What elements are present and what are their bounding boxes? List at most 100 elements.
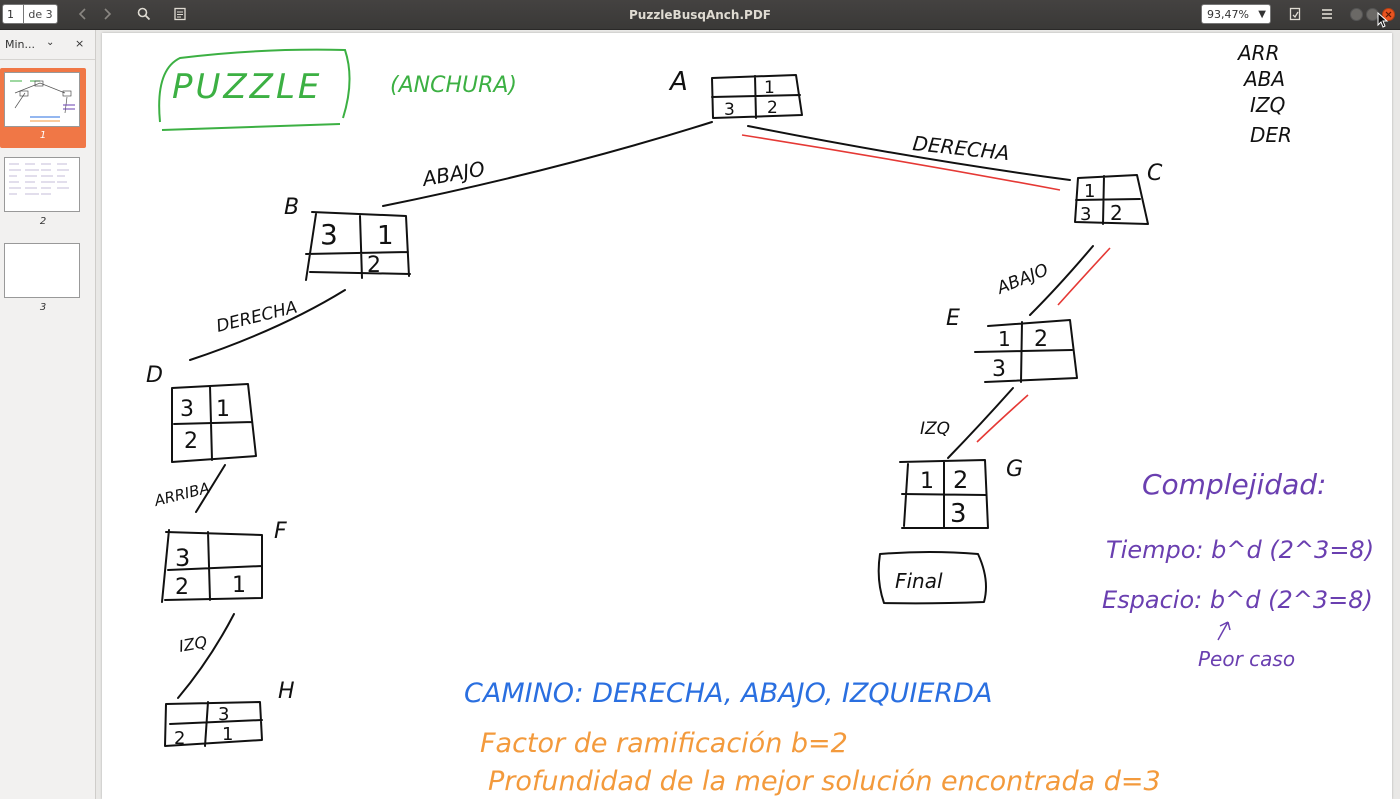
edge-label-b-d: DERECHA [214,297,299,336]
node-a-cell-4: 2 [767,98,778,118]
node-c-cell-3: 3 [1080,204,1091,225]
thumbnail-page-2[interactable] [4,157,80,212]
chevron-left-icon [78,8,86,20]
thumbnail-number: 2 [39,216,47,227]
node-label-b: B [284,195,299,220]
chevron-down-icon[interactable]: ⌄ [46,37,55,48]
solution-path-e-g [976,394,1029,443]
thumbnail-preview [10,80,75,122]
node-d: D 3 1 2 [146,363,257,463]
next-page-button[interactable] [96,4,118,24]
node-c-cell-4: 2 [1110,201,1123,225]
node-f-cell-1: 3 [175,544,190,572]
close-button[interactable] [1382,8,1395,21]
bookmark-icon [1289,7,1301,21]
page-title: PUZZLE [172,67,322,107]
menu-button[interactable] [1316,4,1338,24]
node-label-g: G [1006,457,1023,482]
annotations-icon [174,7,186,21]
edge-label-d-f: ARRIBA [152,479,212,510]
close-sidebar-icon[interactable]: × [75,37,85,50]
node-b-cell-1: 3 [320,218,338,251]
legend-izq: IZQ [1250,93,1285,117]
close-icon [1385,11,1392,18]
thumbnail-number: 3 [39,302,47,313]
pdf-page: PUZZLE (ANCHURA) ARR ABA IZQ DER ABAJO D… [102,33,1392,799]
solution-path-text: CAMINO: DERECHA, ABAJO, IZQUIERDA [464,678,992,709]
node-e-cell-3: 3 [992,357,1006,382]
thumbnail-page-1[interactable] [4,72,80,127]
node-h: H 3 2 1 [164,679,295,749]
node-b: B 3 1 2 [284,195,411,281]
complexity-time: Tiempo: b^d (2^3=8) [1106,536,1374,564]
node-b-cell-2: 1 [377,221,394,251]
edge-label-e-g: IZQ [920,419,950,439]
legend-arr: ARR [1236,41,1279,65]
edge-f-h [177,613,235,699]
cursor-icon [1377,12,1389,28]
node-label-e: E [946,306,960,331]
handwritten-notes: PUZZLE (ANCHURA) ARR ABA IZQ DER ABAJO D… [146,41,1374,797]
edge-c-e [1029,245,1094,316]
final-label: Final [895,569,943,593]
thumbnail-preview [9,163,69,195]
page-subtitle: (ANCHURA) [390,73,517,98]
node-label-d: D [146,363,163,388]
node-f: F 3 2 1 [161,519,287,603]
complexity-note: Peor caso [1198,647,1295,671]
edge-label-a-c: DERECHA [911,131,1010,165]
node-e-cell-2: 2 [1034,327,1048,352]
previous-page-button[interactable] [72,4,94,24]
node-g-cell-1: 1 [920,469,934,494]
thumbnail-sidebar: Min... ⌄ × 1 2 3 [0,30,96,799]
node-d-cell-1: 3 [180,397,194,422]
node-a-cell-2: 1 [764,78,775,98]
node-a-cell-3: 3 [724,100,735,120]
node-d-cell-2: 1 [216,397,230,422]
node-g-cell-4: 3 [950,499,967,529]
complexity-space: Espacio: b^d (2^3=8) [1102,586,1373,614]
complexity-heading: Complejidad: [1142,468,1326,501]
edge-a-b [382,121,713,207]
edge-a-c [747,125,1071,181]
page-count-label: de 3 [24,4,58,24]
toolbar: 1 de 3 PuzzleBusqAnch.PDF 93,47% ▼ [0,0,1400,30]
edge-label-f-h: IZQ [177,632,208,656]
node-d-cell-3: 2 [184,429,198,454]
node-a: A 1 3 2 [668,67,803,120]
page-number-input[interactable]: 1 [2,4,24,24]
node-label-a: A [668,67,688,97]
final-box [877,551,987,605]
edge-e-g [947,387,1014,459]
chevron-right-icon [104,8,112,20]
thumbnail-page-3[interactable] [4,243,80,298]
sidebar-mode-label[interactable]: Min... [5,38,36,51]
legend-aba: ABA [1242,67,1285,91]
node-f-cell-4: 1 [232,573,246,598]
node-f-cell-3: 2 [175,575,189,600]
solution-depth-text: Profundidad de la mejor solución encontr… [488,766,1161,797]
node-e: E 1 2 3 [946,306,1078,383]
node-h-cell-2: 3 [218,704,229,725]
bookmark-button[interactable] [1284,4,1306,24]
annotations-button[interactable] [169,4,191,24]
minimize-button[interactable] [1350,8,1363,21]
zoom-select[interactable]: 93,47% ▼ [1201,4,1271,24]
node-label-f: F [274,519,287,544]
solution-path-c-e [1057,247,1111,306]
sidebar-header: Min... ⌄ × [0,30,95,60]
node-label-c: C [1147,161,1163,186]
edge-b-d [189,289,346,361]
solution-path-a-c [741,134,1061,191]
title-underline [161,123,341,131]
node-c-cell-1: 1 [1084,181,1095,202]
branching-factor-text: Factor de ramificación b=2 [480,728,848,759]
node-g: G 1 2 3 [899,457,1023,529]
title-box [158,48,351,123]
search-button[interactable] [133,4,155,24]
document-view[interactable]: PUZZLE (ANCHURA) ARR ABA IZQ DER ABAJO D… [96,12,1400,799]
search-icon [137,7,151,21]
zoom-value: 93,47% [1207,8,1249,21]
node-c: C 1 3 2 [1074,161,1163,225]
node-b-cell-4: 2 [367,253,381,278]
